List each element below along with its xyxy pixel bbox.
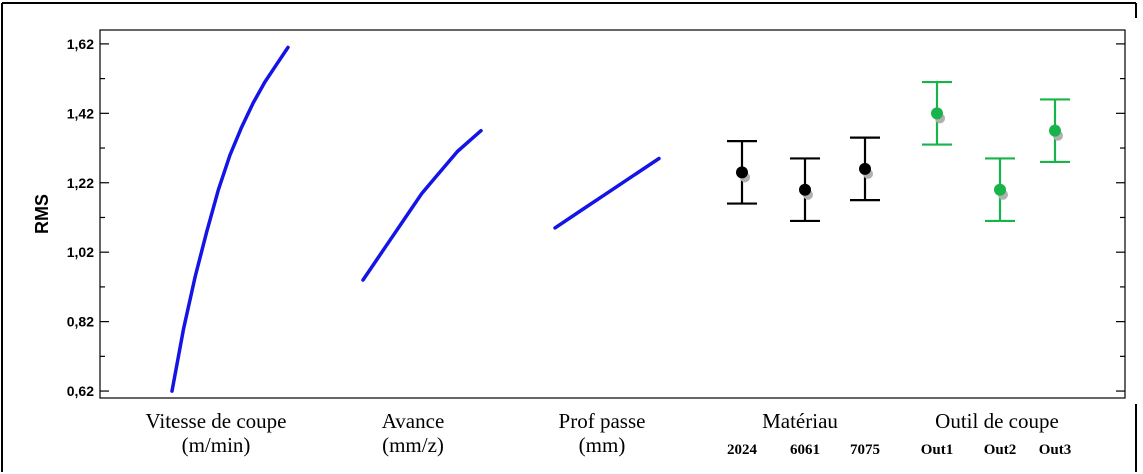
level-label: 7075 — [850, 442, 880, 458]
y-tick-label: 1,62 — [67, 36, 94, 52]
factor-label: Vitesse de coupe — [145, 409, 286, 433]
y-tick-label: 1,02 — [67, 244, 94, 260]
y-tick-label: 1,22 — [67, 175, 94, 191]
effect-curve — [553, 156, 661, 230]
level-label: Out3 — [1039, 442, 1072, 458]
y-tick-label: 0,62 — [67, 383, 94, 399]
y-axis-label: RMS — [32, 194, 52, 234]
level-label: Out1 — [921, 442, 954, 458]
mean-point — [736, 166, 748, 179]
mean-point — [994, 183, 1006, 196]
level-label: Out2 — [984, 442, 1017, 458]
plot-area-border — [99, 29, 1126, 399]
mean-point — [799, 183, 811, 196]
mean-point — [1049, 124, 1061, 137]
level-label: 6061 — [790, 442, 820, 458]
factor-label: Prof passe — [559, 409, 646, 433]
factor-label: Avance — [382, 409, 445, 433]
factor-unit-label: (mm/z) — [382, 433, 444, 457]
factor-unit-label: (m/min) — [182, 433, 251, 457]
factor-labels: Vitesse de coupe(m/min) Avance(mm/z) Prof … — [145, 409, 1071, 458]
effect-curve — [170, 45, 290, 393]
effect-curve — [361, 128, 483, 282]
y-tick-label: 1,42 — [67, 105, 94, 121]
mean-point — [859, 162, 871, 175]
factor-label: Matériau — [762, 409, 838, 433]
y-tick-label: 0,82 — [67, 314, 94, 330]
mean-point — [931, 107, 943, 120]
y-axis: 0,62 0,82 1,02 1,22 1,42 1,62 — [67, 36, 1125, 399]
chart-marks — [170, 45, 1070, 393]
level-label: 2024 — [727, 442, 758, 458]
factor-unit-label: (mm) — [579, 433, 626, 457]
factor-label: Outil de coupe — [935, 409, 1059, 433]
